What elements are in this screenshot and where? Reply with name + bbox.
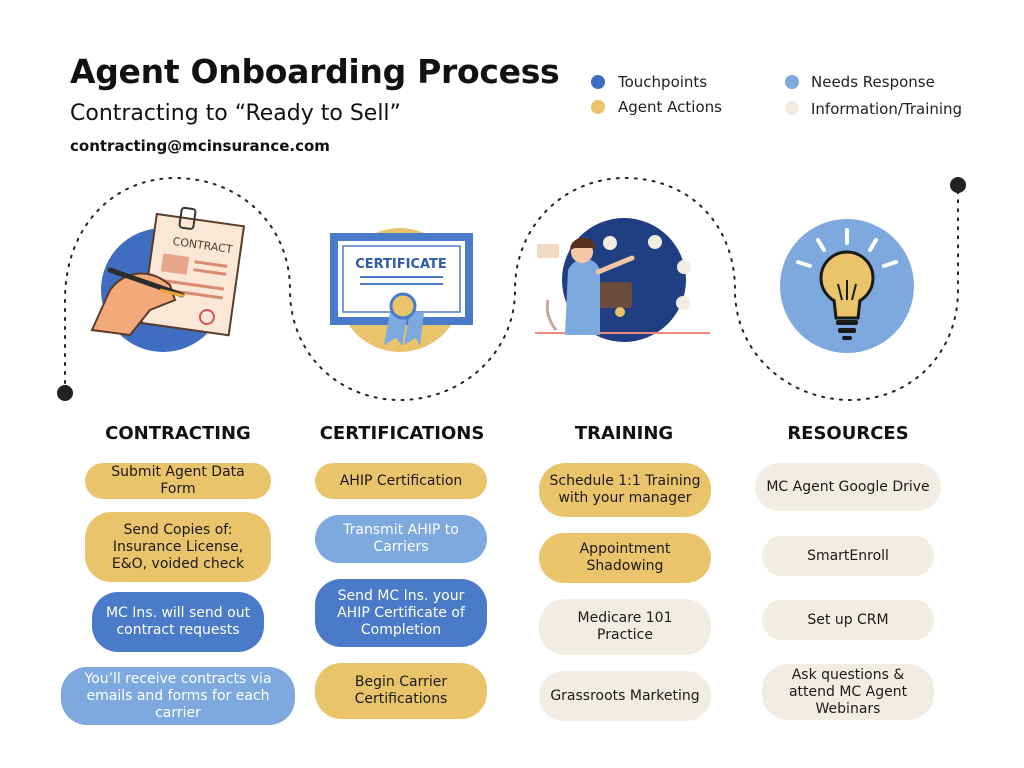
- heading-contracting: CONTRACTING: [105, 423, 251, 444]
- heading-resources: RESOURCES: [787, 423, 909, 444]
- certificate-illustration-text: CERTIFICATE: [355, 257, 447, 272]
- heading-training: TRAINING: [574, 423, 674, 444]
- step-schedule-training: Schedule 1:1 Training with your manager: [539, 463, 711, 517]
- step-submit-agent-data-form: Submit Agent Data Form: [85, 463, 271, 499]
- step-medicare-101: Medicare 101 Practice: [539, 599, 711, 655]
- lightbulb-illustration-icon: [780, 219, 914, 353]
- path-start-dot: [57, 385, 73, 401]
- step-ahip-certification: AHIP Certification: [315, 463, 487, 499]
- path-end-dot: [950, 177, 966, 193]
- legend-swatch-information-training: [785, 101, 799, 115]
- resource-smartenroll: SmartEnroll: [762, 536, 934, 576]
- step-grassroots-marketing: Grassroots Marketing: [539, 671, 711, 721]
- certificate-illustration-icon: [330, 228, 473, 352]
- page-subtitle: Contracting to “Ready to Sell”: [70, 101, 401, 126]
- step-contract-requests: MC Ins. will send out contract requests: [92, 592, 264, 652]
- resource-setup-crm: Set up CRM: [762, 600, 934, 640]
- page-title: Agent Onboarding Process: [70, 52, 560, 91]
- legend-swatch-touchpoints: [591, 75, 605, 89]
- contact-email: contracting@mcinsurance.com: [70, 137, 330, 155]
- training-illustration-icon: [535, 218, 710, 342]
- resource-webinars: Ask questions & attend MC Agent Webinars: [762, 664, 934, 720]
- resource-google-drive: MC Agent Google Drive: [755, 463, 941, 511]
- step-appointment-shadowing: Appointment Shadowing: [539, 533, 711, 583]
- step-send-copies: Send Copies of: Insurance License, E&O, …: [85, 512, 271, 582]
- step-send-ahip-certificate: Send MC Ins. your AHIP Certificate of Co…: [315, 579, 487, 647]
- legend-label-needs-response: Needs Response: [811, 73, 935, 91]
- step-receive-contracts: You’ll receive contracts via emails and …: [61, 667, 295, 725]
- step-begin-carrier-certifications: Begin Carrier Certifications: [315, 663, 487, 719]
- legend-label-touchpoints: Touchpoints: [618, 73, 708, 91]
- step-transmit-ahip: Transmit AHIP to Carriers: [315, 515, 487, 563]
- legend-swatch-needs-response: [785, 75, 799, 89]
- dotted-timeline-path: [64, 176, 959, 402]
- legend-label-agent-actions: Agent Actions: [618, 98, 722, 116]
- heading-certifications: CERTIFICATIONS: [319, 423, 485, 444]
- contract-illustration-icon: [90, 206, 246, 352]
- legend-swatch-agent-actions: [591, 100, 605, 114]
- legend-label-information-training: Information/Training: [811, 100, 963, 118]
